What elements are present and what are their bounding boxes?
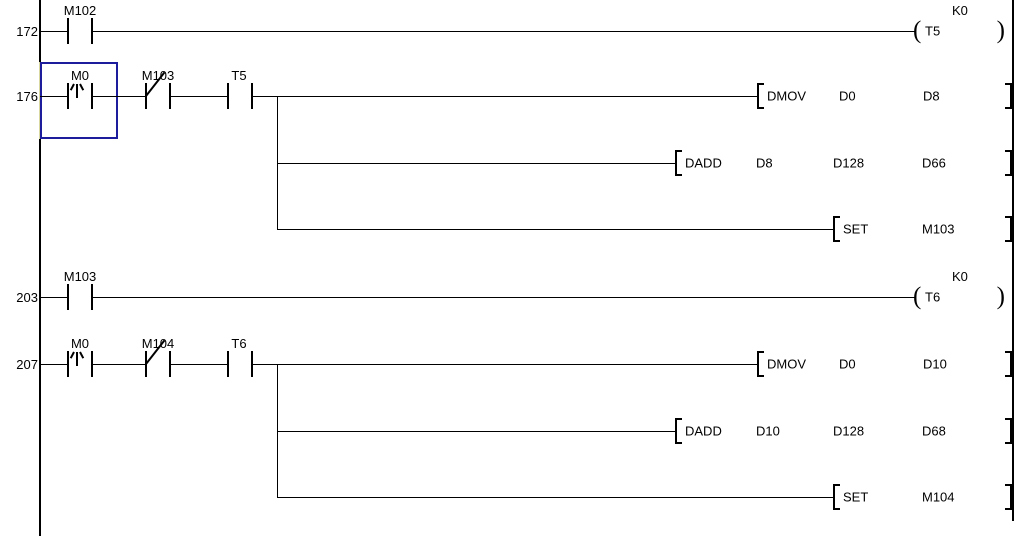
contact-bar-left — [227, 351, 229, 377]
contact-label-m0-rung176: M0 — [70, 68, 90, 83]
contact-bar-left — [67, 18, 69, 44]
instruction-operand-2: D10 — [923, 356, 947, 372]
branch-vertical-176 — [277, 96, 278, 230]
instruction-operand-2: D128 — [833, 155, 865, 171]
contact-bar-right — [169, 351, 171, 377]
contact-t6-no[interactable] — [227, 351, 253, 377]
rung-wire-176-e — [278, 163, 676, 164]
contact-bar-right — [91, 18, 93, 44]
step-number-207: 207 — [16, 357, 38, 372]
contact-bar-left — [67, 351, 69, 377]
instruction-dmov-rung207[interactable]: DMOV D0 D10 — [757, 349, 1012, 379]
instruction-opcode: DADD — [685, 423, 722, 439]
instruction-operand-1: D8 — [756, 155, 773, 171]
contact-label-m0-rung207: M0 — [70, 336, 90, 351]
instruction-operand-3: D66 — [922, 155, 946, 171]
rung-wire-176-a — [40, 96, 67, 97]
contact-bar-left — [67, 83, 69, 109]
instruction-bracket-close — [1005, 484, 1012, 510]
contact-m103-no[interactable] — [67, 284, 93, 310]
instruction-operand-1: M104 — [922, 489, 955, 505]
rising-edge-arrow-icon — [76, 352, 78, 366]
contact-bar-left — [67, 284, 69, 310]
selection-left-highlight — [39, 62, 41, 139]
rung-wire-207-d — [253, 364, 758, 365]
step-number-172: 172 — [16, 24, 38, 39]
contact-t5-no[interactable] — [227, 83, 253, 109]
instruction-bracket-close — [1005, 351, 1012, 377]
rung-wire-176-c — [171, 96, 227, 97]
rung-wire-207-c — [171, 364, 227, 365]
instruction-dadd-rung207[interactable]: DADD D10 D128 D68 — [675, 416, 1012, 446]
instruction-opcode: DMOV — [767, 88, 806, 104]
contact-label-m102: M102 — [63, 3, 97, 18]
rung-wire-172-a — [40, 31, 67, 32]
contact-bar-right — [91, 83, 93, 109]
rung-wire-172-b — [93, 31, 915, 32]
instruction-bracket-open — [675, 150, 682, 176]
instruction-bracket-close — [1005, 216, 1012, 242]
instruction-bracket-open — [675, 418, 682, 444]
step-number-176: 176 — [16, 89, 38, 104]
rung-wire-207-b — [93, 364, 145, 365]
contact-bar-right — [91, 284, 93, 310]
instruction-bracket-open — [757, 83, 764, 109]
branch-vertical-207 — [277, 364, 278, 498]
instruction-operand-3: D68 — [922, 423, 946, 439]
contact-bar-left — [227, 83, 229, 109]
contact-label-t6-rung207: T6 — [231, 336, 247, 351]
contact-label-m104-rung207: M104 — [141, 336, 175, 351]
instruction-bracket-open — [833, 216, 840, 242]
instruction-operand-1: D0 — [839, 88, 856, 104]
instruction-bracket-close — [1005, 150, 1012, 176]
instruction-set-rung176[interactable]: SET M103 — [833, 214, 1012, 244]
coil-name-label: T6 — [925, 289, 941, 305]
instruction-bracket-open — [757, 351, 764, 377]
instruction-bracket-open — [833, 484, 840, 510]
instruction-bracket-close — [1005, 83, 1012, 109]
rung-wire-203-a — [40, 297, 67, 298]
instruction-operand-2: D8 — [923, 88, 940, 104]
instruction-dadd-rung176[interactable]: DADD D8 D128 D66 — [675, 148, 1012, 178]
contact-label-t5-rung176: T5 — [231, 68, 247, 83]
instruction-operand-1: D0 — [839, 356, 856, 372]
rung-wire-207-f — [278, 497, 834, 498]
instruction-operand-1: D10 — [756, 423, 780, 439]
instruction-bracket-close — [1005, 418, 1012, 444]
coil-t6[interactable]: ( T6 ) — [913, 283, 1005, 310]
step-number-203: 203 — [16, 290, 38, 305]
coil-preset-k0-t6: K0 — [952, 269, 968, 284]
contact-bar-right — [169, 83, 171, 109]
coil-name-label: T5 — [925, 23, 941, 39]
instruction-opcode: SET — [843, 489, 869, 505]
contact-m0-rising-edge-rung207[interactable] — [67, 351, 93, 377]
instruction-dmov-rung176[interactable]: DMOV D0 D8 — [757, 81, 1012, 111]
rising-edge-arrow-icon — [76, 84, 78, 98]
contact-m103-nc[interactable] — [145, 71, 171, 109]
instruction-opcode: DMOV — [767, 356, 806, 372]
instruction-opcode: DADD — [685, 155, 722, 171]
left-power-rail — [39, 0, 41, 536]
rung-wire-203-b — [93, 297, 915, 298]
right-power-rail — [1012, 0, 1014, 521]
contact-m0-rising-edge[interactable] — [67, 83, 93, 109]
contact-label-m103-rung203: M103 — [63, 269, 97, 284]
contact-bar-right — [251, 83, 253, 109]
rung-wire-176-d — [253, 96, 758, 97]
contact-bar-right — [91, 351, 93, 377]
instruction-opcode: SET — [843, 221, 869, 237]
rung-wire-176-f — [278, 229, 834, 230]
contact-m102-no[interactable] — [67, 18, 93, 44]
contact-label-m103-rung176: M103 — [141, 68, 175, 83]
coil-preset-k0: K0 — [952, 3, 968, 18]
rung-wire-207-e — [278, 431, 676, 432]
coil-t5[interactable]: ( T5 ) — [913, 17, 1005, 44]
instruction-operand-1: M103 — [922, 221, 955, 237]
instruction-operand-2: D128 — [833, 423, 865, 439]
rung-wire-207-a — [40, 364, 67, 365]
instruction-set-rung207[interactable]: SET M104 — [833, 482, 1012, 512]
rung-wire-176-b — [93, 96, 145, 97]
contact-bar-right — [251, 351, 253, 377]
contact-m104-nc[interactable] — [145, 339, 171, 377]
